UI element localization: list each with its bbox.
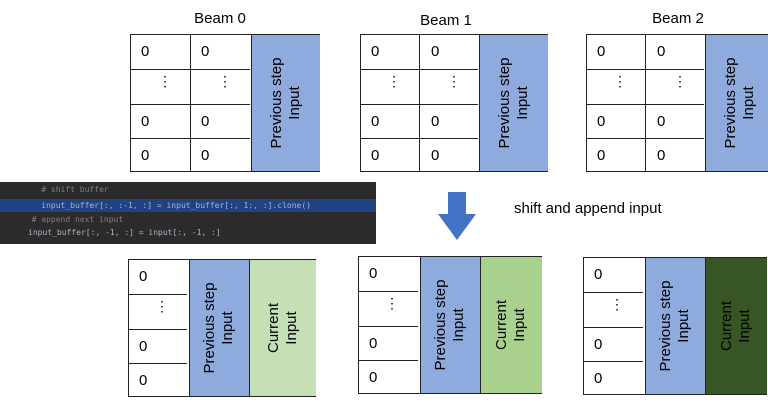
ellipsis: ⋮ [218,73,232,89]
beam-0-title: Beam 0 [194,10,246,27]
down-arrow-icon [438,192,476,240]
ellipsis: ⋮ [610,296,624,312]
cell: 0 [141,113,150,130]
cell: 0 [597,43,606,60]
cell: 0 [201,113,210,130]
ellipsis: ⋮ [613,73,627,89]
cell: 0 [594,336,603,353]
ellipsis: ⋮ [387,73,401,89]
ellipsis: ⋮ [385,295,399,311]
cell: 0 [657,43,666,60]
ellipsis: ⋮ [447,73,461,89]
cell: 0 [369,265,378,282]
cell: 0 [371,113,380,130]
cell: 0 [139,372,148,389]
cell: 0 [431,147,440,164]
beam-2-title: Beam 2 [652,10,704,27]
cell: 0 [141,147,150,164]
cell: 0 [431,43,440,60]
cell: 0 [139,338,148,355]
cell: 0 [594,370,603,387]
cell: 0 [139,268,148,285]
cell: 0 [594,266,603,283]
cell: 0 [141,43,150,60]
cell: 0 [201,43,210,60]
cell: 0 [201,147,210,164]
cell: 0 [369,369,378,386]
cell: 0 [371,43,380,60]
ellipsis: ⋮ [155,298,169,314]
code-append-line: input_buffer[:, -1, :] = input[:, -1, :] [28,228,221,237]
code-highlighted-line [0,199,376,212]
cell: 0 [657,113,666,130]
code-snippet: # shift buffer input_buffer[:, :-1, :] =… [0,182,376,244]
cell: 0 [597,113,606,130]
code-shift-line: input_buffer[:, :-1, :] = input_buffer[:… [22,201,311,210]
code-comment-line: # shift buffer [22,185,109,194]
ellipsis: ⋮ [673,73,687,89]
cell: 0 [431,113,440,130]
beam-1-title: Beam 1 [420,12,472,29]
cell: 0 [371,147,380,164]
cell: 0 [369,335,378,352]
cell: 0 [657,147,666,164]
ellipsis: ⋮ [158,73,172,89]
code-comment-line: # append next input [22,215,124,224]
shift-append-label: shift and append input [514,200,662,217]
cell: 0 [597,147,606,164]
